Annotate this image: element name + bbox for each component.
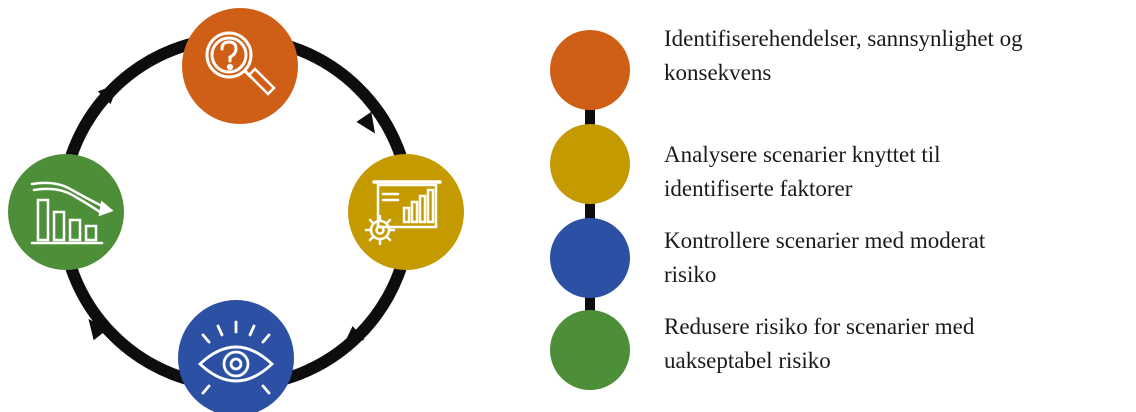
legend-item-control: Kontrollere scenarier med moderat risiko: [664, 224, 1134, 292]
legend-item-line: Kontrollere scenarier med moderat: [664, 228, 986, 253]
legend-item-line: identifiserte faktorer: [664, 176, 853, 201]
cycle-node-analyze: [348, 154, 464, 270]
legend-item-analyze: Analysere scenarier knyttet til identifi…: [664, 138, 1134, 206]
cycle-arrow-bottom-right: [343, 326, 365, 346]
cycle-node-reduce: [8, 154, 124, 270]
eye-icon: [197, 320, 275, 395]
legend-marker-gold: [550, 124, 630, 204]
legend-item-line: Identifiserehendelser, sannsynlighet og: [664, 26, 1023, 51]
cycle-node-identify: [182, 8, 298, 124]
cycle-arrow-bottom-left: [88, 318, 108, 341]
legend-marker-blue: [550, 218, 630, 298]
legend-item-line: risiko: [664, 262, 717, 287]
presentation-chart-gear-icon: [364, 180, 442, 246]
legend-marker-orange: [550, 30, 630, 110]
node-circle-gold: [348, 154, 464, 270]
cycle-arrow-top-right: [356, 111, 376, 134]
legend-item-line: uakseptabel risiko: [664, 348, 831, 373]
legend-marker-green: [550, 310, 630, 390]
legend-item-line: Analysere scenarier knyttet til: [664, 142, 941, 167]
declining-bar-chart-icon: [30, 181, 114, 245]
legend-item-reduce: Redusere risiko for scenarier med uaksep…: [664, 310, 1134, 378]
legend-item-line: konsekvens: [664, 60, 772, 85]
magnifier-question-icon: [205, 31, 276, 96]
legend-item-identify: Identifiserehendelser, sannsynlighet og …: [664, 22, 1134, 90]
legend-item-line: Redusere risiko for scenarier med: [664, 314, 975, 339]
cycle-arrow-top-left: [97, 83, 119, 105]
cycle-node-control: [178, 300, 294, 412]
node-circle-blue: [178, 300, 294, 412]
